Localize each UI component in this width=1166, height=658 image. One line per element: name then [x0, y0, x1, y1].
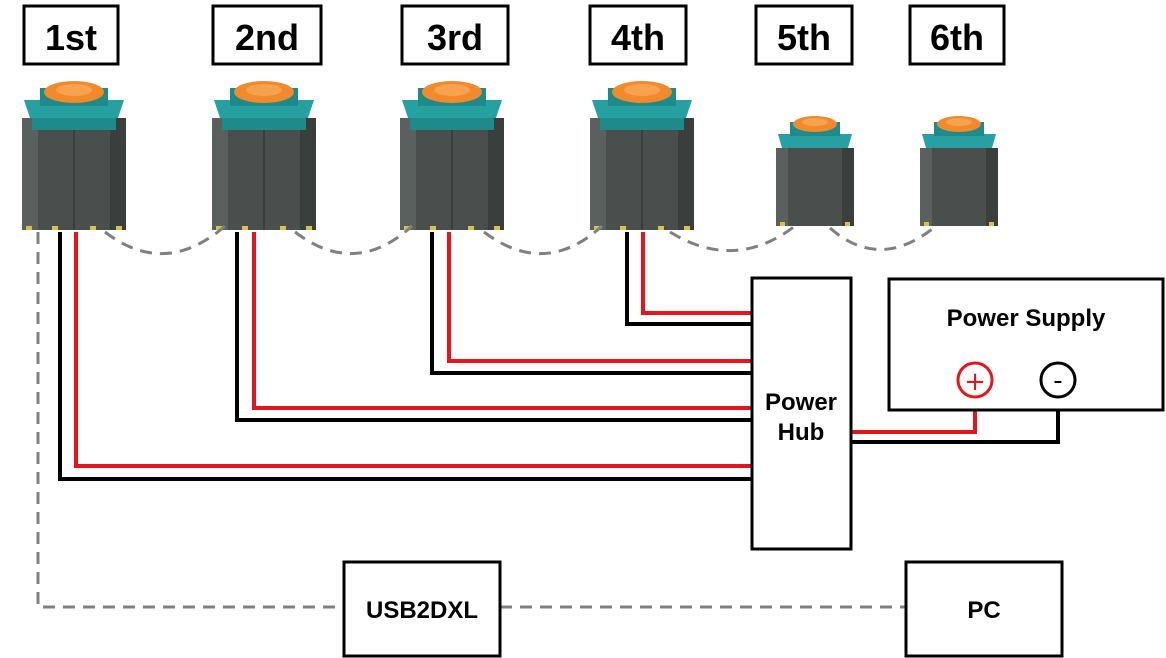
chain-link-2-3: [294, 224, 414, 255]
servo-label-text: 1st: [45, 17, 97, 58]
plus-terminal-icon: +: [956, 361, 994, 399]
power-hub-label-line2: Hub: [778, 419, 825, 446]
chain-link-3-4: [483, 224, 604, 255]
servo-label-4th: 4th: [588, 4, 688, 66]
daisy-chain-links: [104, 224, 937, 255]
servo-icon-2nd: [211, 80, 317, 231]
pc-box: PC: [904, 560, 1064, 658]
servo-icon-1st: [21, 80, 127, 231]
power-supply-title: Power Supply: [947, 305, 1106, 332]
data-link: [36, 232, 906, 609]
servo-icon-5th: [776, 116, 854, 226]
plus-terminal-label: +: [964, 367, 986, 397]
servo-label-1st: 1st: [22, 4, 120, 66]
chain-link-1-2: [104, 224, 226, 255]
servo-label-3rd: 3rd: [400, 4, 510, 66]
usb2dxl-box: USB2DXL: [342, 560, 502, 658]
servo-label-text: 2nd: [235, 17, 299, 58]
power-hub-label-line1: Power: [765, 389, 837, 416]
minus-terminal-icon: -: [1039, 361, 1077, 399]
servo-icon-3rd: [399, 80, 505, 231]
negative-wire-2nd: [235, 232, 752, 422]
servo-label-text: 6th: [930, 17, 984, 58]
positive-wire-4th: [641, 232, 752, 315]
servo-icon-6th: [920, 116, 998, 226]
servo-label-5th: 5th: [754, 4, 854, 66]
positive-wire-2nd: [252, 232, 752, 410]
positive-wire-3rd: [447, 232, 752, 363]
servo-icon-4th: [589, 80, 695, 231]
servo-label-text: 3rd: [427, 17, 483, 58]
power-hub: Power Hub: [750, 276, 853, 551]
servo-label-text: 5th: [777, 17, 831, 58]
negative-wire-4th: [625, 232, 752, 326]
negative-wire-1st: [58, 232, 752, 481]
chain-link-4-5: [669, 224, 796, 252]
chain-link-5-6: [829, 224, 937, 251]
negative-wire-3rd: [430, 232, 752, 375]
power-supply: Power Supply + -: [887, 277, 1165, 412]
servo-label-2nd: 2nd: [211, 4, 323, 66]
positive-wire-1st: [74, 232, 752, 468]
data-link-servo-usb2dxl: [36, 232, 344, 609]
servo-label-text: 4th: [611, 17, 665, 58]
pc-label: PC: [967, 597, 1000, 624]
usb2dxl-label: USB2DXL: [366, 597, 478, 624]
servo-label-6th: 6th: [908, 4, 1006, 66]
minus-terminal-label: -: [1053, 366, 1062, 396]
